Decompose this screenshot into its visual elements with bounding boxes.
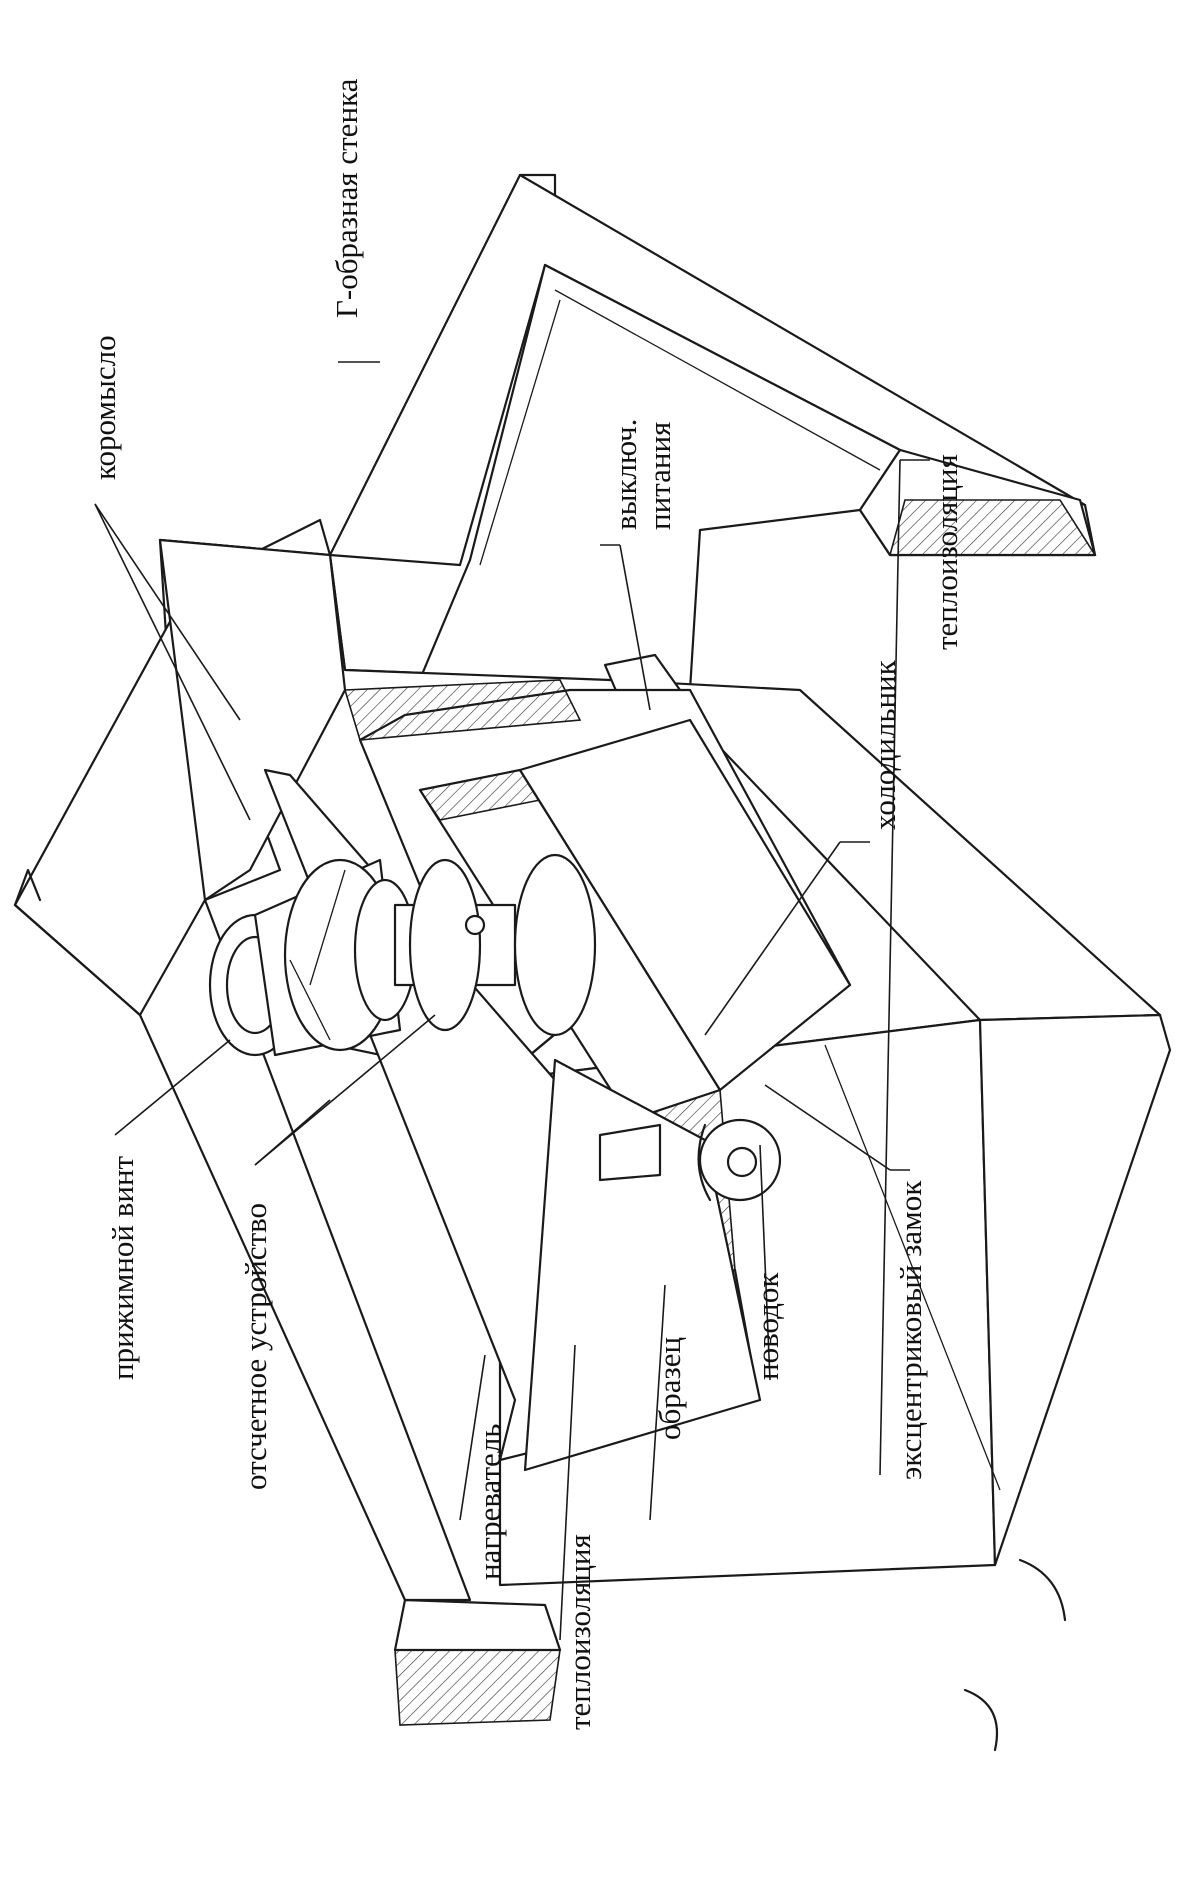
label-reading-device: отсчетное устройство	[238, 1203, 273, 1490]
eccentric-lock	[697, 1118, 782, 1202]
label-eccentric-lock: эксцентриковый замок	[893, 1180, 928, 1480]
label-cooler: холодильник	[867, 659, 902, 830]
insulation-block-right	[858, 448, 1097, 557]
reading-device	[208, 853, 597, 1057]
feet	[963, 1558, 1067, 1752]
label-leash: поводок	[750, 1272, 785, 1380]
leader-lines	[94, 361, 930, 1641]
label-heater: нагреватель	[472, 1424, 507, 1580]
label-power-switch-line1: выключ.	[608, 419, 643, 530]
label-rocker: коромысло	[87, 335, 122, 480]
label-l-shaped-wall: Г-образная стенка	[329, 78, 364, 318]
l-shaped-wall	[328, 173, 1097, 717]
label-insulation-left: теплоизоляция	[562, 1534, 597, 1730]
label-power-switch-line2: питания	[642, 422, 677, 530]
label-insulation-right: теплоизоляция	[929, 454, 964, 650]
insulation-block-left	[138, 898, 562, 1726]
label-sample: образец	[652, 1337, 687, 1440]
label-clamp-screw: прижимной винт	[105, 1155, 140, 1380]
